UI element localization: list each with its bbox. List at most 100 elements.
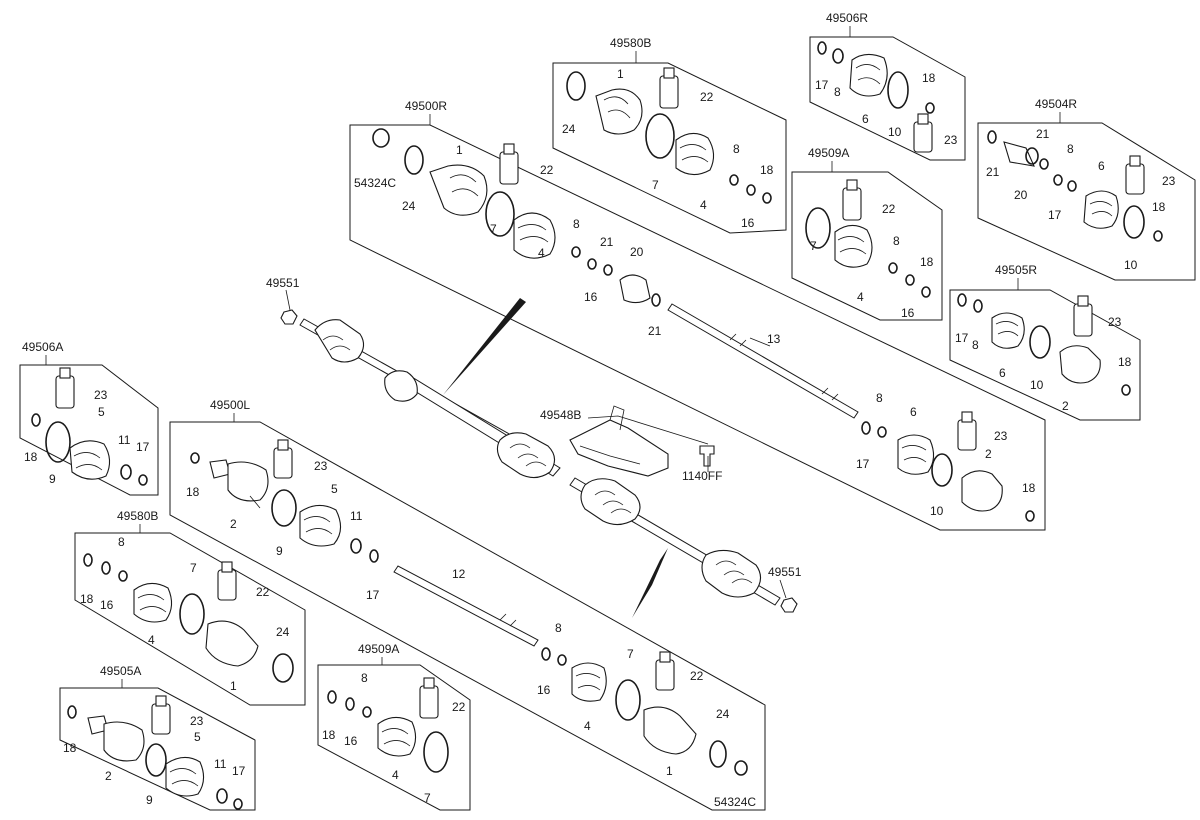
part-label: 7 xyxy=(652,178,659,192)
part-label: 23 xyxy=(1162,174,1176,188)
nut-label: 49551 xyxy=(266,276,300,290)
part-label: 24 xyxy=(716,707,730,721)
part-label: 4 xyxy=(392,768,399,782)
part-label: 24 xyxy=(402,199,416,213)
part-label: 16 xyxy=(584,290,598,304)
part-label: 7 xyxy=(810,239,817,253)
part-label: 17 xyxy=(815,78,829,92)
panel-title: 49500R xyxy=(405,99,447,113)
part-label: 1 xyxy=(617,67,624,81)
part-label: 22 xyxy=(690,669,704,683)
part-label: 54324C xyxy=(714,795,756,809)
part-label: 23 xyxy=(944,133,958,147)
part-label: 1 xyxy=(666,764,673,778)
panel-49509A-bot-parts xyxy=(327,677,449,773)
part-label: 10 xyxy=(888,125,902,139)
part-label: 16 xyxy=(741,216,755,230)
panel-49506A-outline xyxy=(19,364,159,496)
part-label: 1 xyxy=(456,143,463,157)
part-label: 20 xyxy=(630,245,644,259)
part-label: 7 xyxy=(190,561,197,575)
panel-49506A-parts xyxy=(31,367,148,486)
part-label: 2 xyxy=(230,517,237,531)
part-label: 8 xyxy=(573,217,580,231)
bracket-49548B xyxy=(569,419,669,477)
part-label: 11 xyxy=(118,433,131,447)
part-label: 2 xyxy=(105,769,112,783)
panel-title: 49505A xyxy=(100,664,141,678)
part-label: 11 xyxy=(214,757,227,771)
part-label: 4 xyxy=(857,290,864,304)
part-label: 8 xyxy=(361,671,368,685)
part-label: 18 xyxy=(80,592,94,606)
panel-49505A-outline xyxy=(59,687,256,811)
panel-49506R-outline xyxy=(809,36,966,161)
part-label: 8 xyxy=(555,621,562,635)
part-label: 18 xyxy=(24,450,38,464)
panel-title: 49509A xyxy=(358,642,399,656)
part-label: 22 xyxy=(540,163,554,177)
part-label: 18 xyxy=(1118,355,1132,369)
part-label: 5 xyxy=(331,482,338,496)
part-label: 18 xyxy=(63,741,77,755)
panel-49509A-top-parts xyxy=(805,179,931,298)
part-label: 18 xyxy=(1022,481,1036,495)
panel-49505A-parts xyxy=(67,695,243,810)
part-label: 17 xyxy=(136,440,150,454)
part-label: 22 xyxy=(882,202,896,216)
part-label: 24 xyxy=(276,625,290,639)
bracket-label: 49548B xyxy=(540,408,581,422)
panel-title: 49580B xyxy=(610,36,651,50)
part-label: 17 xyxy=(1048,208,1062,222)
part-label: 8 xyxy=(1067,142,1074,156)
part-label: 7 xyxy=(627,647,634,661)
panel-49505R-parts xyxy=(957,293,1131,396)
part-label: 16 xyxy=(901,306,915,320)
part-label: 6 xyxy=(862,112,869,126)
part-label: 18 xyxy=(322,728,336,742)
part-label: 24 xyxy=(562,122,576,136)
part-label: 6 xyxy=(1098,159,1105,173)
part-label: 6 xyxy=(999,366,1006,380)
part-label: 18 xyxy=(186,485,200,499)
part-label: 8 xyxy=(972,338,979,352)
part-label: 9 xyxy=(146,793,153,807)
part-label: 17 xyxy=(232,764,246,778)
panel-title: 49500L xyxy=(210,398,250,412)
part-label: 4 xyxy=(148,633,155,647)
panel-49504R-outline xyxy=(977,122,1196,281)
part-label: 17 xyxy=(366,588,380,602)
part-label: 10 xyxy=(930,504,944,518)
part-label: 12 xyxy=(452,567,466,581)
panel-title: 49506A xyxy=(22,340,63,354)
part-label: 16 xyxy=(100,598,114,612)
nut-49551-bottom xyxy=(780,597,798,613)
part-label: 21 xyxy=(986,165,1000,179)
part-label: 23 xyxy=(1108,315,1122,329)
part-label: 17 xyxy=(955,331,969,345)
part-label: 7 xyxy=(424,791,431,805)
panel-49509A-top-outline xyxy=(791,171,943,321)
part-label: 23 xyxy=(994,429,1008,443)
panel-49500L-outline xyxy=(169,421,766,811)
part-label: 23 xyxy=(190,714,204,728)
bolt-1140FF xyxy=(699,445,715,467)
bolt-label: 1140FF xyxy=(682,469,722,483)
part-label: 5 xyxy=(98,405,105,419)
part-label: 16 xyxy=(344,734,358,748)
panel-title: 49504R xyxy=(1035,97,1077,111)
part-label: 54324C xyxy=(354,176,396,190)
panel-49580B-top-outline xyxy=(552,62,787,234)
part-label: 17 xyxy=(856,457,870,471)
panel-49504R-parts xyxy=(987,130,1163,242)
part-label: 7 xyxy=(490,222,497,236)
panel-49505R-outline xyxy=(949,289,1141,421)
main-axle-assembly xyxy=(280,298,859,647)
part-label: 18 xyxy=(922,71,936,85)
part-label: 16 xyxy=(537,683,551,697)
part-label: 8 xyxy=(876,391,883,405)
part-label: 22 xyxy=(452,700,466,714)
panel-49580B-left-outline xyxy=(74,532,306,706)
panel-title: 49506R xyxy=(826,11,868,25)
